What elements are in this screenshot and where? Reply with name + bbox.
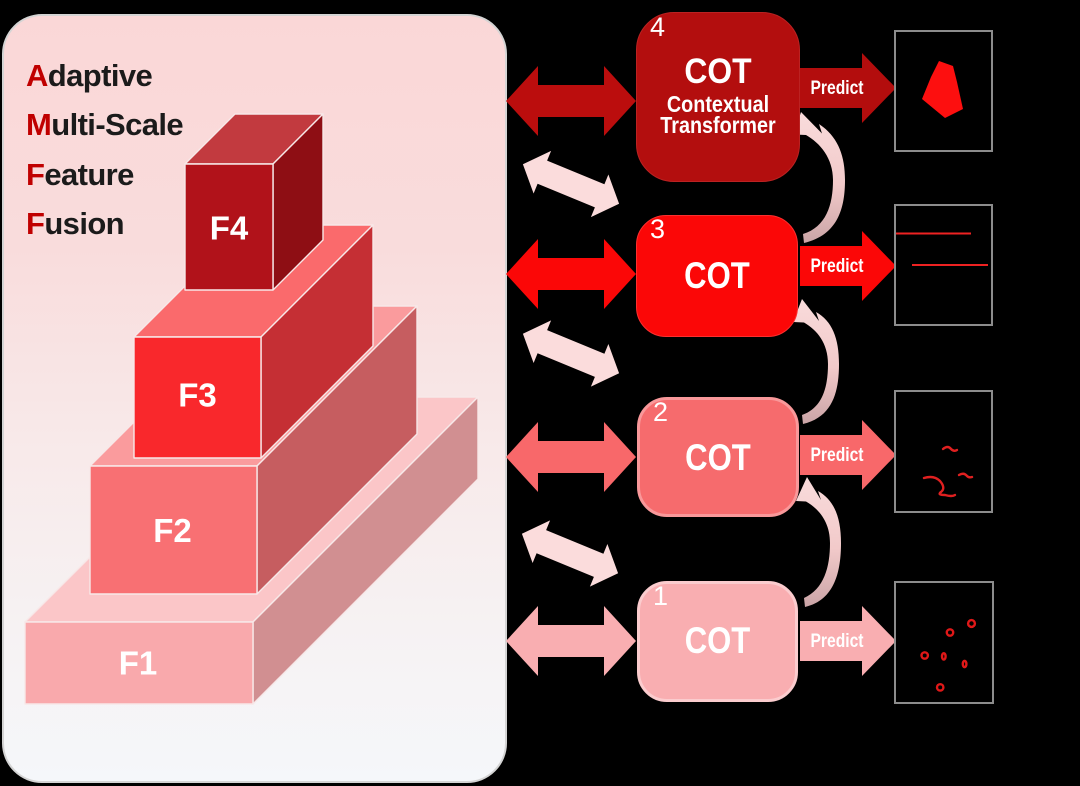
svg-text:F4: F4 <box>210 210 249 247</box>
svg-text:Predict: Predict <box>811 444 864 466</box>
svg-text:F3: F3 <box>178 377 217 414</box>
svg-text:F1: F1 <box>119 645 158 682</box>
svg-text:Predict: Predict <box>811 77 864 99</box>
svg-text:Predict: Predict <box>811 255 864 277</box>
svg-text:Predict: Predict <box>811 630 864 652</box>
svg-text:F2: F2 <box>153 512 192 549</box>
